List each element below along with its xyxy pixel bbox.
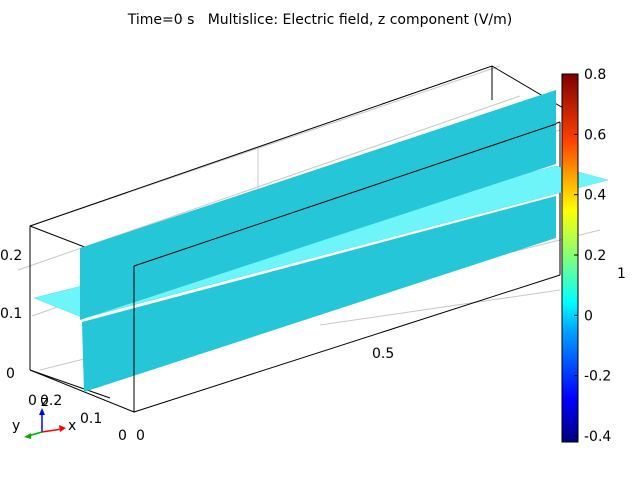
vertical-slice-lower (82, 196, 556, 392)
colorbar-tick-label: 0.6 (584, 127, 606, 143)
triad-x-label: x (68, 418, 76, 434)
colorbar (561, 73, 579, 443)
colorbar-tick-label: -0.4 (584, 429, 611, 445)
y-tick-0.2: 0.2 (40, 393, 62, 409)
colorbar-tick-label: 0.2 (584, 248, 606, 264)
x-tick-0.5: 0.5 (372, 346, 394, 362)
x-tick-1: 1 (617, 266, 626, 282)
z-tick-0.1: 0.1 (0, 306, 22, 322)
front-frame (133, 123, 557, 412)
plot-title: Time=0 s Multislice: Electric field, z c… (127, 12, 513, 28)
y-tick-0: 0 (118, 428, 127, 444)
y-tick-0.1: 0.1 (80, 411, 102, 427)
colorbar-tick-label: -0.2 (584, 369, 611, 385)
axis-triad: z x y (12, 394, 76, 439)
z-tick-0: 0 (6, 366, 15, 382)
triad-z-label: z (41, 394, 48, 410)
colorbar-tick-label: 0 (584, 308, 593, 324)
z-tick-0.2: 0.2 (0, 248, 22, 264)
origin-z-label: 0 (28, 393, 37, 409)
colorbar-ticks: 0.8 0.6 0.4 0.2 0 -0.2 -0.4 (574, 67, 611, 445)
x-tick-0: 0 (136, 428, 145, 444)
vertical-slice-upper (80, 90, 556, 320)
triad-y-label: y (12, 418, 20, 434)
colorbar-tick-label: 0.8 (584, 67, 606, 83)
colorbar-tick-label: 0.4 (584, 188, 606, 204)
